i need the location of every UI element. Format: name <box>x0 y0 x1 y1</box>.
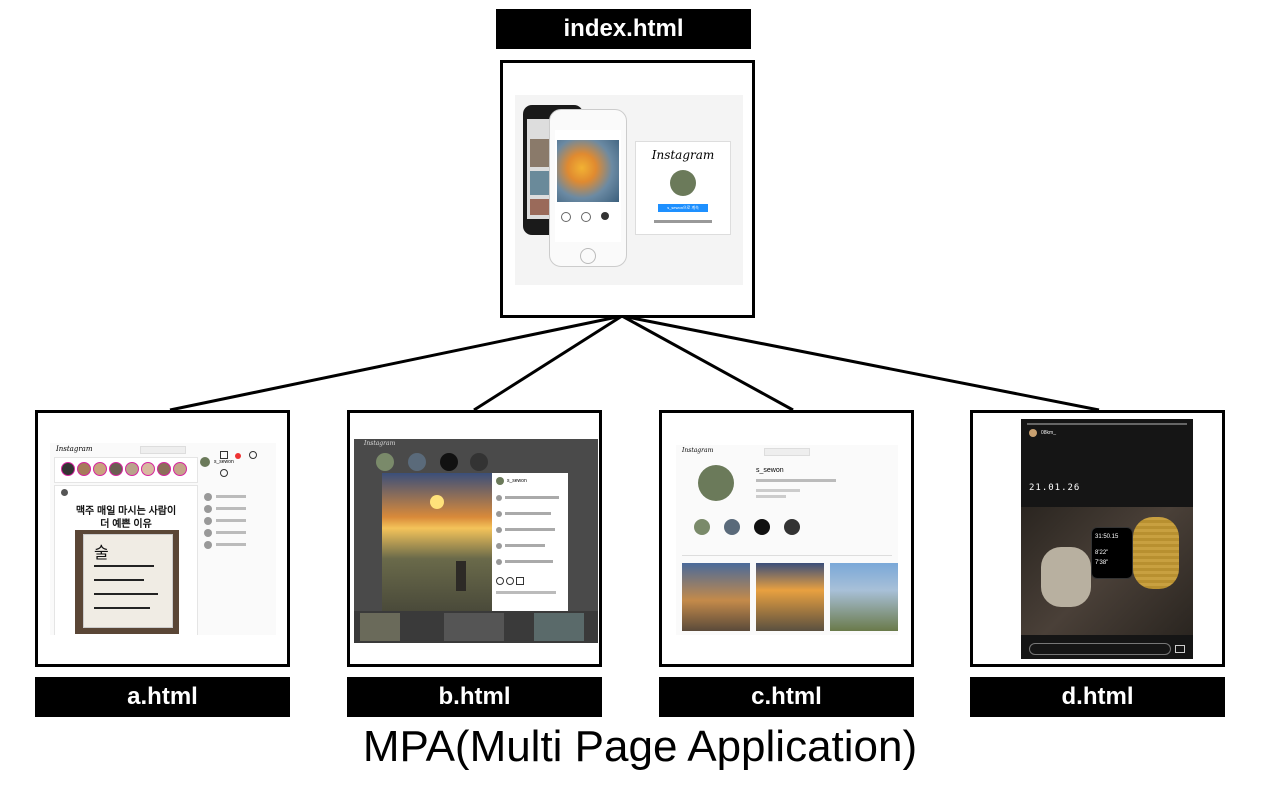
a-username: s_sewon <box>214 459 234 465</box>
watch-line3: 7'38" <box>1095 560 1109 566</box>
profile-avatar <box>698 465 734 501</box>
watch-line1: 31:50.15 <box>1095 534 1119 540</box>
comments-panel: s_sewon <box>492 473 568 611</box>
index-screenshot: Instagram s_sewon으로 계속 <box>515 95 743 285</box>
avatar <box>670 170 696 196</box>
c-brand: Instagram <box>682 447 714 454</box>
post-image: 술 <box>75 530 179 634</box>
d-username: 08km_ <box>1041 430 1057 436</box>
share-icon[interactable] <box>516 577 524 585</box>
login-card: Instagram s_sewon으로 계속 <box>635 141 731 235</box>
child-a-label: a.html <box>35 677 290 717</box>
connector-d <box>621 314 1100 412</box>
index-brand: Instagram <box>651 148 715 162</box>
child-a-screenshot: Instagram 맥주 매일 마시는 사람이 더 예쁜 이유 <box>35 410 290 667</box>
b-brand: Instagram <box>364 440 396 447</box>
nav-icons <box>220 446 270 477</box>
story-photo: 31:50.15 8'22" 7'38" <box>1021 507 1193 635</box>
story-date: 21.01.26 <box>1029 483 1081 493</box>
c-screenshot: Instagram s_sewon <box>676 445 898 635</box>
c-username: s_sewon <box>756 467 784 474</box>
connector-a <box>169 314 623 412</box>
login-button[interactable]: s_sewon으로 계속 <box>658 204 708 212</box>
connector-b <box>473 314 623 412</box>
child-c-screenshot: Instagram s_sewon <box>659 410 914 667</box>
post-photo <box>382 473 492 611</box>
b-screenshot: Instagram s_sewon <box>354 439 598 643</box>
child-b-label: b.html <box>347 677 602 717</box>
child-b-screenshot: Instagram s_sewon <box>347 410 602 667</box>
a-screenshot: Instagram 맥주 매일 마시는 사람이 더 예쁜 이유 <box>50 443 276 635</box>
connector-c <box>621 314 794 412</box>
post-text-line1: 맥주 매일 마시는 사람이 <box>75 506 177 517</box>
diagram-title: MPA(Multi Page Application) <box>362 722 918 771</box>
heart-icon[interactable] <box>496 577 504 585</box>
grid-photo-1 <box>682 563 750 631</box>
reply-input[interactable] <box>1029 643 1171 655</box>
post-card: 맥주 매일 마시는 사람이 더 예쁜 이유 술 <box>54 485 198 635</box>
sidebar: s_sewon <box>200 457 272 635</box>
stories-bar <box>54 457 198 483</box>
child-d-label: d.html <box>970 677 1225 717</box>
grid-photo-2 <box>756 563 824 631</box>
sign-word: 술 <box>94 545 109 562</box>
root-node-screenshot: Instagram s_sewon으로 계속 <box>500 60 755 318</box>
a-brand: Instagram <box>56 445 93 453</box>
child-c-label: c.html <box>659 677 914 717</box>
root-label: index.html <box>496 9 751 49</box>
post-text-line2: 더 예쁜 이유 <box>100 519 152 530</box>
grid-photo-3 <box>830 563 898 631</box>
d-screenshot: 08km_ 21.01.26 31:50.15 8'22" 7'38" <box>1021 419 1193 659</box>
watch-icon: 31:50.15 8'22" 7'38" <box>1091 527 1133 579</box>
watch-line2: 8'22" <box>1095 550 1109 556</box>
send-icon[interactable] <box>1175 645 1185 653</box>
child-d-screenshot: 08km_ 21.01.26 31:50.15 8'22" 7'38" <box>970 410 1225 667</box>
phone-front-icon <box>549 109 627 267</box>
search-input[interactable] <box>140 446 186 454</box>
comment-icon[interactable] <box>506 577 514 585</box>
search-input[interactable] <box>764 448 810 456</box>
b-username: s_sewon <box>507 478 527 484</box>
